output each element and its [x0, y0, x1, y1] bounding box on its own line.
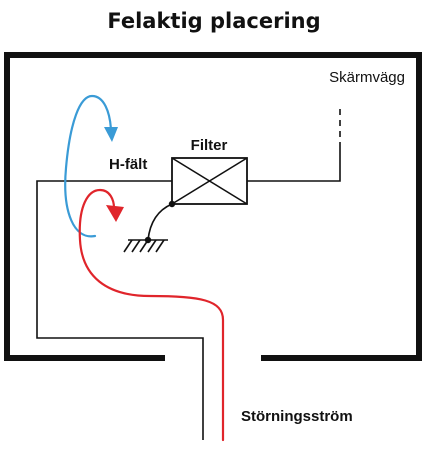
conductor-left-loop — [36, 180, 204, 440]
diagram-title: Felaktig placering — [107, 9, 320, 33]
shield-wall-label: Skärmvägg — [329, 69, 405, 86]
ground-wire-node-top — [168, 200, 176, 208]
h-field-arrow-icon — [104, 127, 118, 142]
shield-wall — [4, 52, 422, 361]
interference-current-label: Störningsström — [241, 408, 353, 425]
ground-icon — [123, 239, 168, 253]
filter-icon — [171, 157, 248, 205]
h-field-label: H-fält — [109, 156, 147, 173]
h-field-loop — [64, 94, 113, 238]
current-path — [78, 188, 225, 442]
filter-label: Filter — [191, 137, 228, 154]
ground-wire — [147, 203, 173, 241]
current-arrow-icon — [106, 205, 124, 222]
conductor-right — [247, 148, 341, 182]
